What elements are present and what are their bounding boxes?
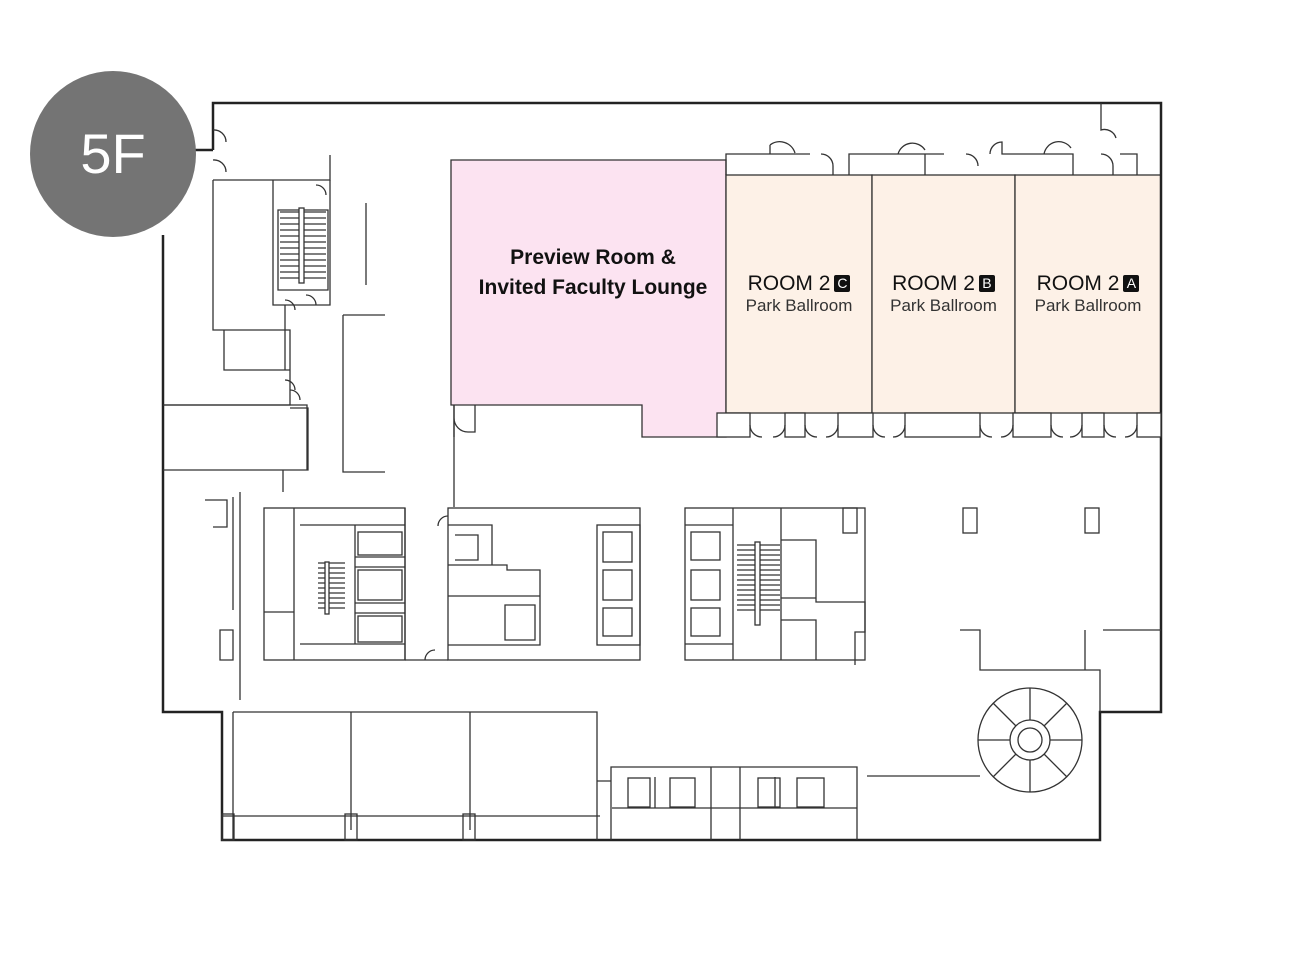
preview-room-title-line1: Preview Room & [510,246,676,269]
ballroom-doors-top [725,103,1138,175]
room-name: ROOM 2 [747,272,831,295]
room-letter-badge: C [834,275,851,292]
core-block-right [684,507,1100,665]
spiral-stairs-icon [867,629,1161,793]
room-2a-area[interactable] [1014,174,1162,414]
preview-room-title-line2: Invited Faculty Lounge [478,276,708,299]
room-letter-badge: A [1123,275,1140,292]
ballroom-doors-bottom [716,412,1162,438]
floor-badge: 5F [30,71,196,237]
room-venue: Park Ballroom [1034,296,1142,315]
room-letter-badge: B [978,275,995,292]
core-block-left [205,492,641,700]
room-2c-area[interactable] [725,174,873,414]
outer-wall [161,101,1163,842]
room-name: ROOM 2 [1036,272,1120,295]
room-venue: Park Ballroom [890,296,997,315]
stairs-icon [280,207,326,284]
bottom-rooms [221,711,858,841]
left-service-area [163,129,476,507]
preview-room-label: Preview Room & Invited Faculty Lounge [451,243,735,303]
room-name: ROOM 2 [892,272,975,295]
room-venue: Park Ballroom [745,296,853,315]
